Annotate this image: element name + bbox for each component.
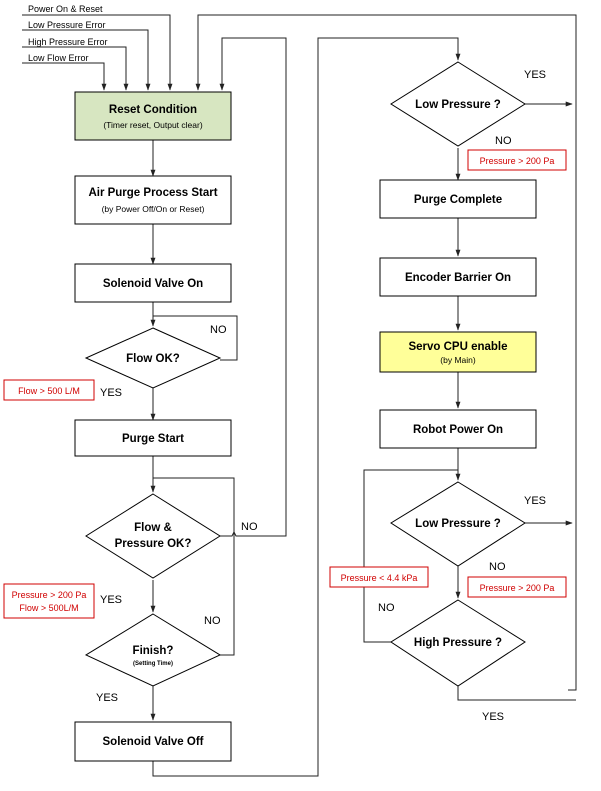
flow-ok-yes-label: YES: [100, 387, 122, 399]
pressure-condition-note-2: Pressure > 200 Pa: [467, 576, 567, 598]
pressure-condition-text: Pressure > 200 Pa: [12, 590, 87, 600]
pressure-condition-text-1: Pressure > 200 Pa: [480, 156, 555, 166]
solenoid-off-box: Solenoid Valve Off: [74, 721, 232, 762]
input-high-pressure-error: High Pressure Error: [28, 37, 108, 47]
reset-condition-title: Reset Condition: [109, 104, 197, 116]
flow-pressure-decision: Flow & Pressure OK?: [85, 493, 221, 579]
input-signals: Power On & Reset Low Pressure Error High…: [22, 4, 173, 91]
robot-power-label: Robot Power On: [413, 424, 503, 436]
finish-decision: Finish? (Setting Time): [84, 613, 222, 687]
flow-pressure-label-1: Flow &: [134, 522, 172, 534]
pressure-flow-condition-note: Pressure > 200 Pa Flow > 500L/M: [3, 583, 95, 619]
flow-pressure-label-2: Pressure OK?: [115, 538, 192, 550]
flow-pressure-no-label: NO: [241, 521, 258, 533]
low-pressure-1-no-label: NO: [495, 135, 512, 147]
flow-condition-text: Flow > 500 L/M: [18, 386, 80, 396]
low-pressure-2-yes-label: YES: [524, 495, 546, 507]
solenoid-on-label: Solenoid Valve On: [103, 278, 203, 290]
flow-ok-no-label: NO: [210, 324, 227, 336]
encoder-barrier-box: Encoder Barrier On: [379, 257, 537, 297]
low-pressure-label-1: Low Pressure ?: [415, 99, 501, 111]
low-pressure-2-no-label: NO: [489, 561, 506, 573]
purge-complete-box: Purge Complete: [379, 179, 537, 219]
solenoid-off-label: Solenoid Valve Off: [103, 736, 204, 748]
servo-cpu-box: Servo CPU enable (by Main): [379, 331, 537, 373]
high-pressure-no-label: NO: [378, 602, 395, 614]
low-pressure-decision-1: Low Pressure ?: [390, 61, 526, 147]
setting-time-label: (Setting Time): [133, 661, 173, 667]
finish-no-label: NO: [204, 615, 221, 627]
reset-condition-fill: [74, 91, 232, 141]
robot-power-box: Robot Power On: [379, 409, 537, 449]
input-power-on-reset: Power On & Reset: [28, 4, 103, 14]
finish-yes-label: YES: [96, 692, 118, 704]
flow-ok-decision: Flow OK?: [84, 327, 222, 389]
solenoid-on-box: Solenoid Valve On: [74, 263, 232, 303]
purge-complete-label: Purge Complete: [414, 194, 502, 206]
servo-cpu-fill: [379, 331, 537, 373]
high-pressure-decision: High Pressure ?: [390, 599, 526, 687]
low-pressure-1-yes-label: YES: [524, 69, 546, 81]
low-pressure-label-2: Low Pressure ?: [415, 518, 501, 530]
air-purge-title: Air Purge Process Start: [88, 187, 217, 199]
pressure-condition-note-3: Pressure < 4.4 kPa: [329, 566, 429, 588]
input-low-pressure-error: Low Pressure Error: [28, 20, 106, 30]
encoder-barrier-label: Encoder Barrier On: [405, 272, 511, 284]
flow-ok-label: Flow OK?: [126, 353, 180, 365]
pressure-condition-note-1: Pressure > 200 Pa: [467, 149, 567, 171]
purge-start-label: Purge Start: [122, 433, 184, 445]
servo-cpu-title: Servo CPU enable: [408, 341, 507, 353]
flow-condition-text-2: Flow > 500L/M: [19, 603, 78, 613]
reset-condition-sub: (Timer reset, Output clear): [103, 120, 203, 130]
air-purge-sub: (by Power Off/On or Reset): [102, 204, 205, 214]
finish-label: Finish?: [133, 645, 174, 657]
left-connectors: [150, 14, 577, 777]
flow-condition-note: Flow > 500 L/M: [3, 379, 95, 401]
reset-condition-box: Reset Condition (Timer reset, Output cle…: [74, 91, 232, 141]
input-low-flow-error: Low Flow Error: [28, 53, 89, 63]
right-connectors: [363, 101, 576, 701]
high-pressure-label: High Pressure ?: [414, 637, 502, 649]
purge-start-box: Purge Start: [74, 419, 232, 457]
air-purge-box: Air Purge Process Start (by Power Off/On…: [74, 175, 232, 225]
pressure-condition-text-3: Pressure < 4.4 kPa: [341, 573, 418, 583]
high-pressure-yes-label: YES: [482, 711, 504, 723]
servo-cpu-sub: (by Main): [440, 355, 476, 365]
flow-pressure-yes-label: YES: [100, 594, 122, 606]
low-pressure-decision-2: Low Pressure ?: [390, 481, 526, 567]
pressure-condition-text-2: Pressure > 200 Pa: [480, 583, 555, 593]
